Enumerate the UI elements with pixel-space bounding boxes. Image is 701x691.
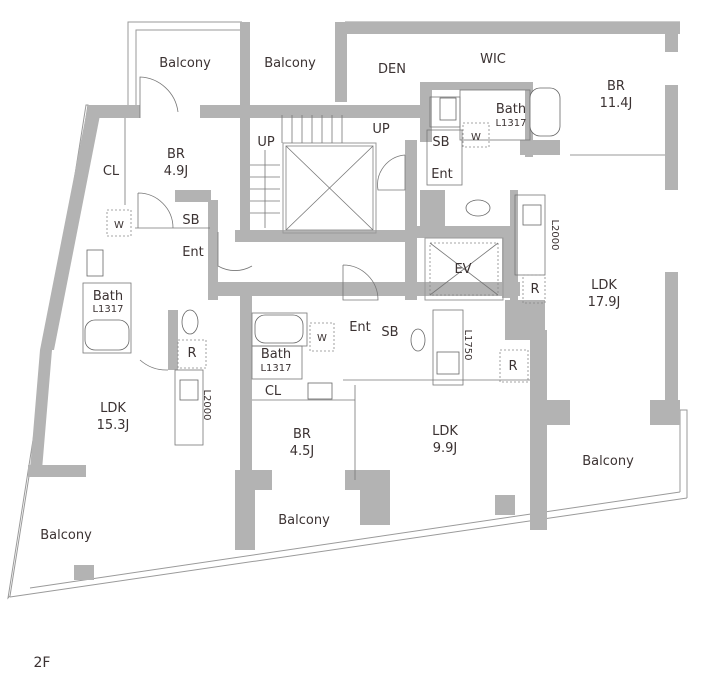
room-r-e: R [530, 282, 539, 297]
stove-w [179, 379, 199, 401]
washer-c [309, 322, 335, 352]
room-sb-ne: SB [432, 135, 449, 150]
room-ldk-e-size: 17.9J [588, 295, 621, 310]
floor-label: 2F [34, 655, 51, 671]
room-bath-c-size: L1317 [260, 363, 291, 374]
room-cl-c: CL [265, 384, 282, 399]
room-den: DEN [378, 62, 406, 77]
room-br-nw-name: BR [167, 147, 185, 162]
bathtub-c [254, 314, 304, 344]
stove-c [436, 351, 460, 375]
door-ent-ne [377, 154, 406, 191]
door-ldk-w [139, 359, 169, 371]
fixtures [84, 87, 561, 401]
room-bath-w-name: Bath [93, 289, 123, 304]
room-ldk-w-size: 15.3J [97, 418, 130, 433]
room-balcony-c: Balcony [278, 513, 330, 528]
kitchen-e-length: L2000 [549, 219, 560, 250]
room-ev: EV [454, 262, 471, 277]
room-ldk-w-name: LDK [100, 401, 126, 416]
stairwell [250, 115, 377, 234]
room-w-c: W [317, 333, 327, 344]
room-br-c-name: BR [293, 427, 311, 442]
room-sb-c: SB [381, 325, 398, 340]
stove-e [522, 204, 542, 226]
stair-up-right: UP [372, 122, 390, 137]
room-wic: WIC [480, 52, 506, 67]
room-w-ne: W [471, 132, 481, 143]
toilet-ne [465, 199, 491, 217]
elevator-shaft [424, 237, 504, 301]
room-ldk-e-name: LDK [591, 278, 617, 293]
toilet-w [181, 309, 199, 335]
room-ldk-c-name: LDK [432, 424, 458, 439]
room-ent-ne: Ent [431, 167, 453, 182]
room-br-nw-size: 4.9J [164, 164, 189, 179]
door-balcony [139, 76, 179, 118]
room-ent-c: Ent [349, 320, 371, 335]
kitchen-c-length: L1750 [462, 329, 473, 360]
room-ldk-c-size: 9.9J [433, 441, 458, 456]
room-br-c-size: 4.5J [290, 444, 315, 459]
bathtub-ne [529, 87, 561, 137]
fridge-c [499, 349, 529, 383]
room-balcony-nw2: Balcony [264, 56, 316, 71]
fridge-w [177, 339, 207, 369]
room-labels: Balcony Balcony DEN WIC BR 11.4J Bath L1… [34, 52, 635, 671]
kitchen-w-length: L2000 [201, 389, 212, 420]
room-bath-ne-name: Bath [496, 102, 526, 117]
room-r-w: R [187, 346, 196, 361]
room-bath-ne-size: L1317 [495, 118, 526, 129]
room-balcony-nw1: Balcony [159, 56, 211, 71]
toilet-c [410, 328, 426, 352]
room-balcony-e: Balcony [582, 454, 634, 469]
room-balcony-sw: Balcony [40, 528, 92, 543]
room-bath-w-size: L1317 [92, 304, 123, 315]
stair-up-left: UP [257, 135, 275, 150]
room-sb-nw: SB [182, 213, 199, 228]
room-cl-nw: CL [103, 164, 120, 179]
walls [28, 22, 680, 580]
room-br-ne-size: 11.4J [600, 96, 633, 111]
room-r-c: R [508, 359, 517, 374]
fridge-e [522, 274, 546, 304]
bathtub-w [84, 319, 130, 351]
room-bath-c-name: Bath [261, 347, 291, 362]
doors [137, 76, 406, 371]
door-ent-c [342, 264, 379, 301]
door-ent-nw [217, 232, 253, 271]
room-br-ne-name: BR [607, 79, 625, 94]
door-br-nw [137, 192, 174, 229]
room-w-nw: W [114, 220, 124, 231]
washer-ne [462, 122, 490, 148]
sink-ne [439, 97, 457, 121]
sink-c [307, 382, 333, 400]
sink-w [86, 249, 104, 277]
room-ent-nw: Ent [182, 245, 204, 260]
washer-w [106, 209, 132, 237]
